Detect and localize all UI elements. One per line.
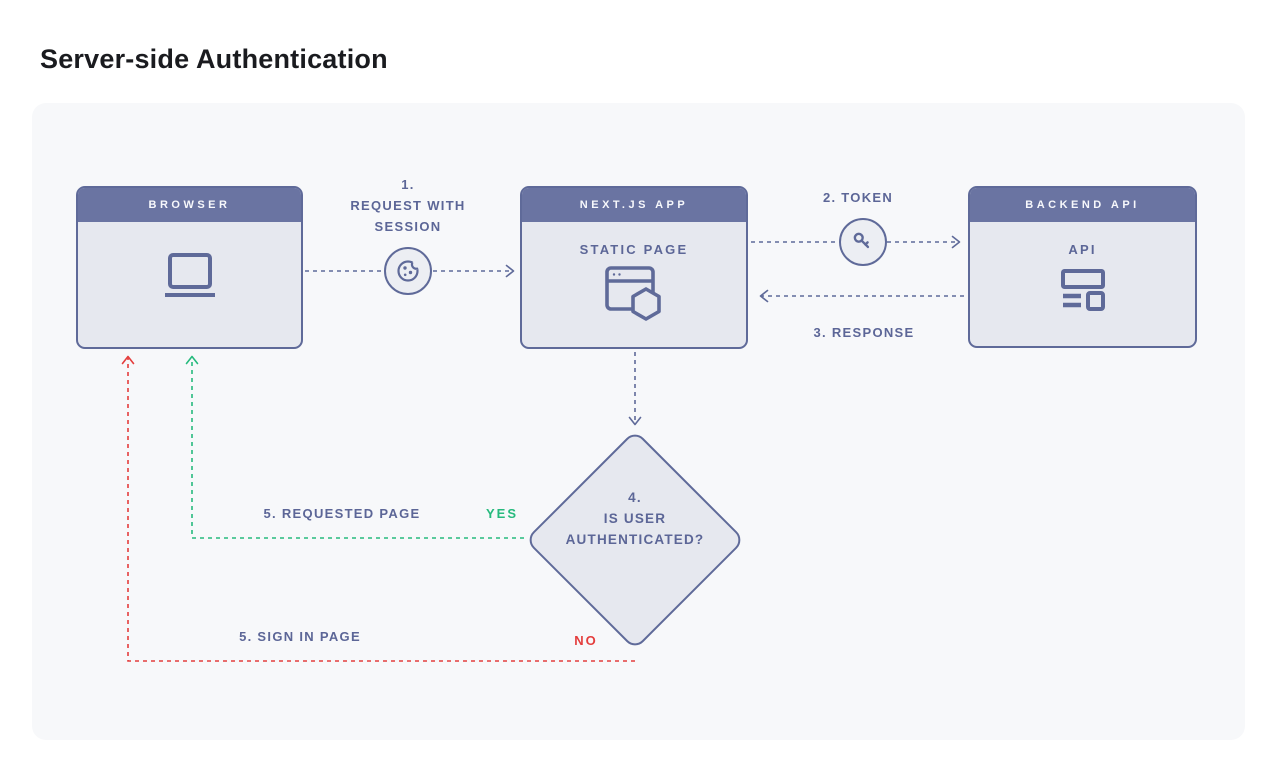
arrow-yes-requested-page (185, 355, 524, 539)
step1-label: 1. REQUEST WITH SESSION (350, 177, 466, 234)
nextjs-node-header: NEXT.JS APP (522, 188, 746, 222)
browser-node-header: BROWSER (78, 188, 301, 222)
session-cookie-badge (384, 247, 432, 295)
backend-node-body: API (970, 222, 1195, 312)
key-icon (848, 227, 878, 257)
hexagon-shape (631, 287, 661, 321)
yes-branch-label: 5. REQUESTED PAGE (263, 506, 421, 521)
token-key-badge (839, 218, 887, 266)
decision-text: 4. IS USER AUTHENTICATED? (565, 490, 705, 547)
static-page-icon (605, 266, 663, 321)
api-icon (1060, 266, 1106, 312)
nextjs-node-body: STATIC PAGE (522, 222, 746, 321)
step3-label: 3. RESPONSE (813, 325, 915, 340)
diagram-panel: BROWSER NEXT.JS APP STATIC PAGE (32, 103, 1245, 740)
arrow-response (759, 289, 964, 303)
step2-label: 2. TOKEN (822, 190, 894, 205)
browser-node: BROWSER (76, 186, 303, 349)
backend-node-header: BACKEND API (970, 188, 1195, 222)
nextjs-node: NEXT.JS APP STATIC PAGE (520, 186, 748, 349)
browser-node-body (78, 222, 301, 302)
laptop-icon (162, 252, 218, 302)
no-tag: NO (574, 633, 598, 648)
yes-tag: YES (485, 506, 518, 521)
api-label: API (1068, 242, 1097, 257)
cookie-icon (393, 256, 423, 286)
arrow-to-decision (628, 352, 642, 426)
arrow-no-sign-in-page (121, 355, 635, 662)
backend-node: BACKEND API API (968, 186, 1197, 348)
static-page-label: STATIC PAGE (579, 242, 689, 257)
page-title: Server-side Authentication (40, 44, 388, 74)
no-branch-label: 5. SIGN IN PAGE (239, 629, 361, 644)
